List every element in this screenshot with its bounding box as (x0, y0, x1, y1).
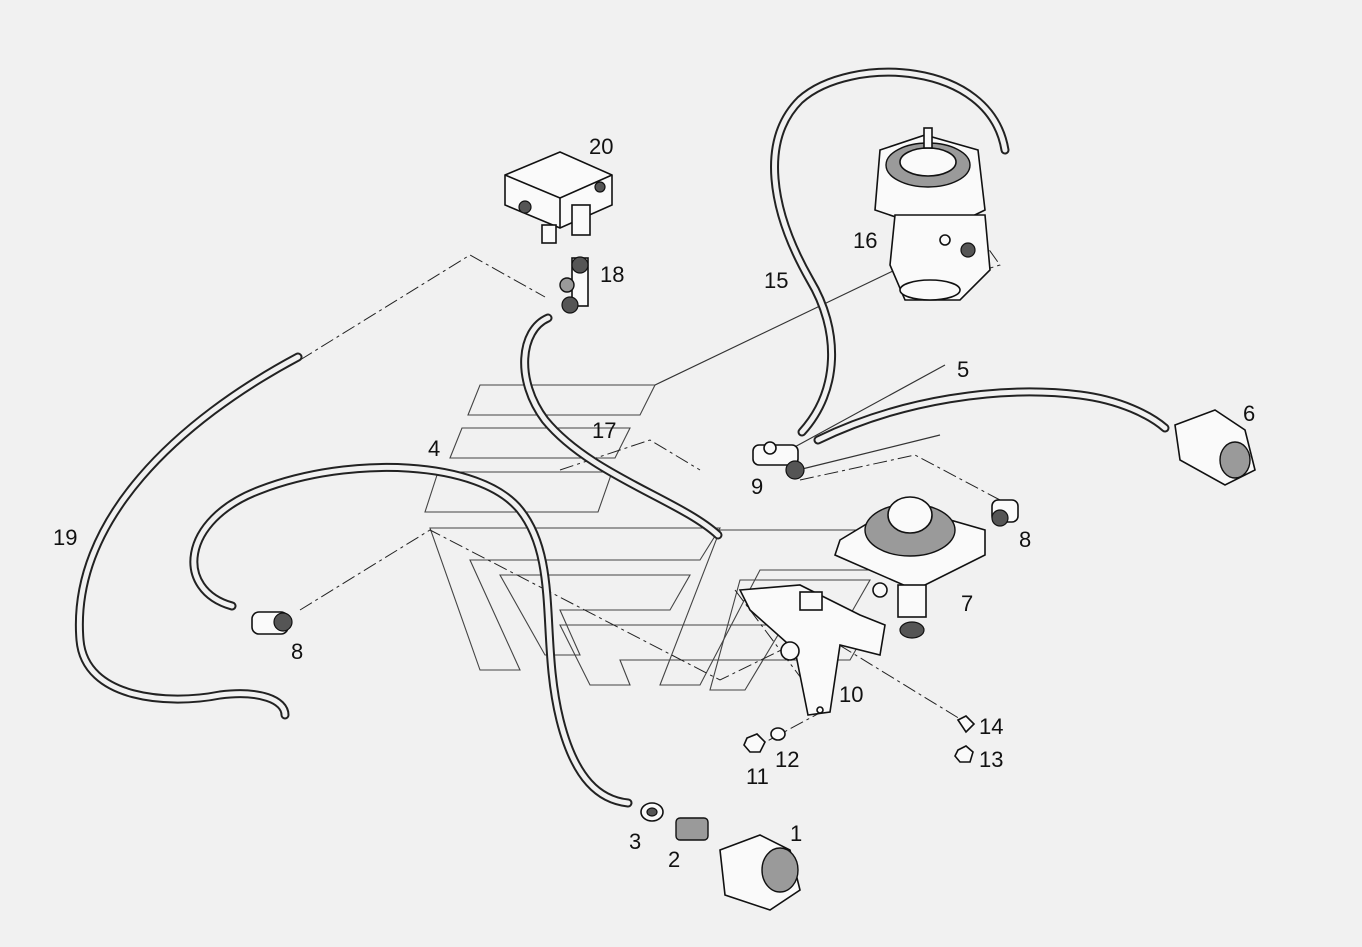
callout-11: 11 (746, 764, 769, 789)
callout-7: 7 (961, 591, 973, 616)
callout-19: 19 (53, 525, 77, 550)
callout-14: 14 (979, 714, 1003, 739)
callout-labels: 1 2 3 4 5 6 7 8 8 9 10 11 12 13 14 15 16… (53, 134, 1255, 872)
callout-13: 13 (979, 747, 1003, 772)
bracket-10 (738, 584, 886, 716)
callout-3: 3 (629, 829, 641, 854)
elbow-8-right (991, 499, 1019, 527)
hose-17 (520, 313, 723, 540)
elbow-8-left (251, 611, 293, 635)
callout-20: 20 (589, 134, 613, 159)
callout-5: 5 (957, 357, 969, 382)
coupling-head-1 (719, 834, 801, 911)
callout-8-left: 8 (291, 639, 303, 664)
callout-18: 18 (600, 262, 624, 287)
callout-10: 10 (839, 682, 863, 707)
hose-5 (813, 387, 1170, 445)
hose-19 (74, 352, 303, 720)
callout-8-right: 8 (1019, 527, 1031, 552)
relay-valve-7 (834, 496, 986, 639)
callout-12: 12 (775, 747, 799, 772)
nut-3 (640, 802, 664, 822)
coupling-head-6 (1174, 409, 1256, 486)
nut-13 (954, 745, 974, 763)
elbow-fitting-9 (752, 441, 805, 480)
hose-15 (770, 67, 1010, 437)
valve-block-20 (504, 151, 613, 244)
fitting-18 (559, 256, 589, 314)
washer-14 (956, 715, 976, 734)
hose-4 (189, 462, 633, 808)
callout-16: 16 (853, 228, 877, 253)
callout-1: 1 (790, 821, 802, 846)
washer-12 (770, 727, 786, 741)
callout-9: 9 (751, 474, 763, 499)
callout-17: 17 (592, 418, 616, 443)
nut-11 (743, 733, 766, 753)
brake-valve-16 (874, 127, 991, 301)
connector-2 (675, 817, 709, 841)
callout-4: 4 (428, 436, 440, 461)
callout-15: 15 (764, 268, 788, 293)
assembly-lines (299, 229, 1001, 746)
callout-2: 2 (668, 847, 680, 872)
callout-6: 6 (1243, 401, 1255, 426)
